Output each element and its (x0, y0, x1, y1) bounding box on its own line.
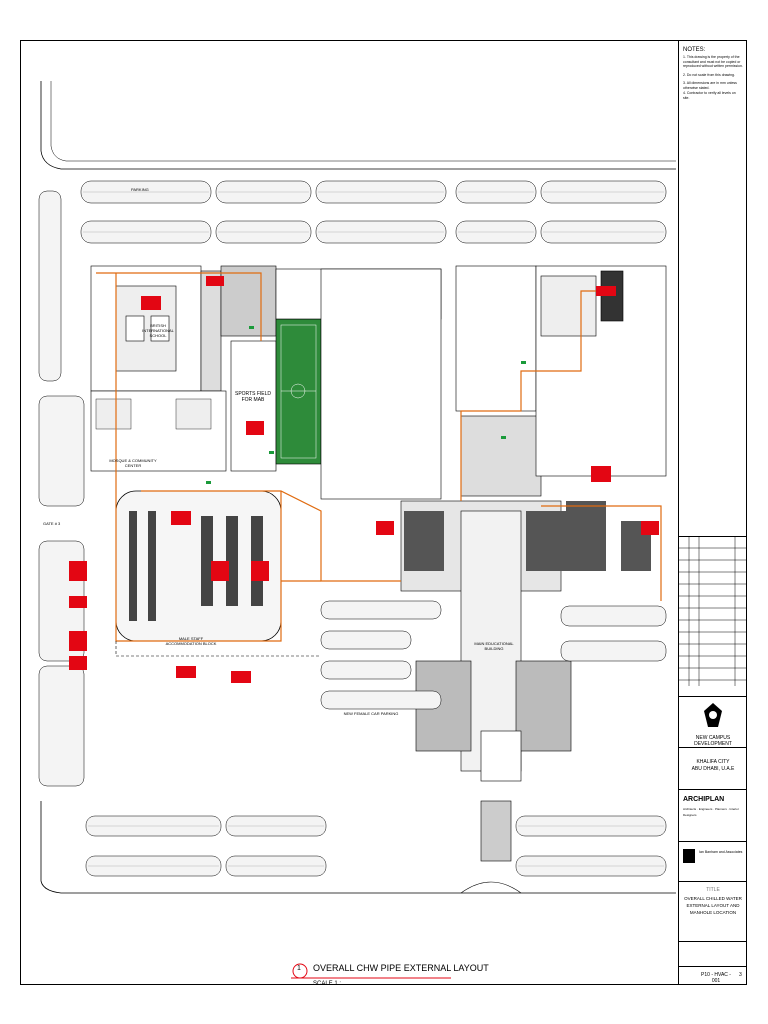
site-plan-drawing (38, 81, 676, 894)
revision-number: 3 (739, 972, 742, 978)
accommodation-label: MALE STAFF ACCOMMODATION BLOCK (165, 636, 217, 646)
drawing-number-text: P10 - HVAC - 001 (701, 972, 731, 984)
mosque-label: MOSQUE & COMMUNITY CENTER (109, 458, 157, 468)
top-parking (80, 180, 667, 244)
sports-field-mab (230, 340, 277, 472)
school-label: BRITISH INTERNATIONAL SCHOOL (142, 323, 174, 338)
entrance-roundabout (460, 881, 522, 894)
sheet-title: OVERALL CHILLED WATER EXTERNAL LAYOUT AN… (684, 896, 742, 915)
sports-field-label: SPORTS FIELD FOR MAB (234, 391, 272, 403)
client-logo-icon (704, 703, 722, 727)
note-1: 1. This drawing is the property of the c… (683, 55, 743, 68)
bottom-parking (85, 815, 667, 877)
note-4: 4. Contractor to verify all levels on si… (683, 91, 736, 100)
revision-table (679, 536, 747, 686)
female-parking (320, 600, 667, 710)
chw-pipe-dashed (115, 641, 321, 657)
note-3: 3. All dimensions are in mm unless other… (683, 81, 737, 90)
drawing-title-block: 1 OVERALL CHW PIPE EXTERNAL LAYOUT SCALE… (291, 961, 489, 996)
left-parking (38, 190, 85, 787)
school-building (90, 265, 277, 392)
gate-label: GATE # 3 (43, 521, 61, 526)
drawing-scale: SCALE 1 : (313, 981, 342, 987)
manhole-labels (69, 276, 659, 683)
drawing-number: 1 (297, 965, 301, 972)
football-pitch (275, 318, 322, 465)
note-2: 2. Do not scale from this drawing. (683, 73, 735, 77)
associate-name: Ian Banham and Associates (699, 850, 743, 854)
location-line-1: KHALIFA CITY (696, 759, 730, 765)
main-building-label: MAIN EDUCATIONAL BUILDING (474, 641, 514, 651)
perimeter-road (40, 81, 676, 170)
associate-logo-icon (683, 849, 695, 863)
drawing-title: OVERALL CHW PIPE EXTERNAL LAYOUT (313, 963, 489, 973)
sheet-title-label: TITLE (706, 887, 720, 893)
drawing-sheet: BRITISH INTERNATIONAL SCHOOL SPORTS FIEL… (20, 40, 747, 987)
location-line-2: ABU DHABI, U.A.E (691, 766, 735, 772)
consultant-name: ARCHIPLAN (683, 796, 725, 803)
project-name: NEW CAMPUS DEVELOPMENT (694, 735, 732, 747)
title-marker (291, 963, 451, 979)
title-block-panel: NOTES: 1. This drawing is the property o… (678, 41, 747, 984)
female-parking-label: NEW FEMALE CAR PARKING (343, 711, 399, 716)
notes-heading: NOTES: (683, 47, 706, 53)
parking-label: PARKING (131, 187, 149, 192)
consultant-subtitle: Architects · Engineers · Planners · Inte… (683, 807, 739, 817)
right-campus (455, 265, 667, 497)
